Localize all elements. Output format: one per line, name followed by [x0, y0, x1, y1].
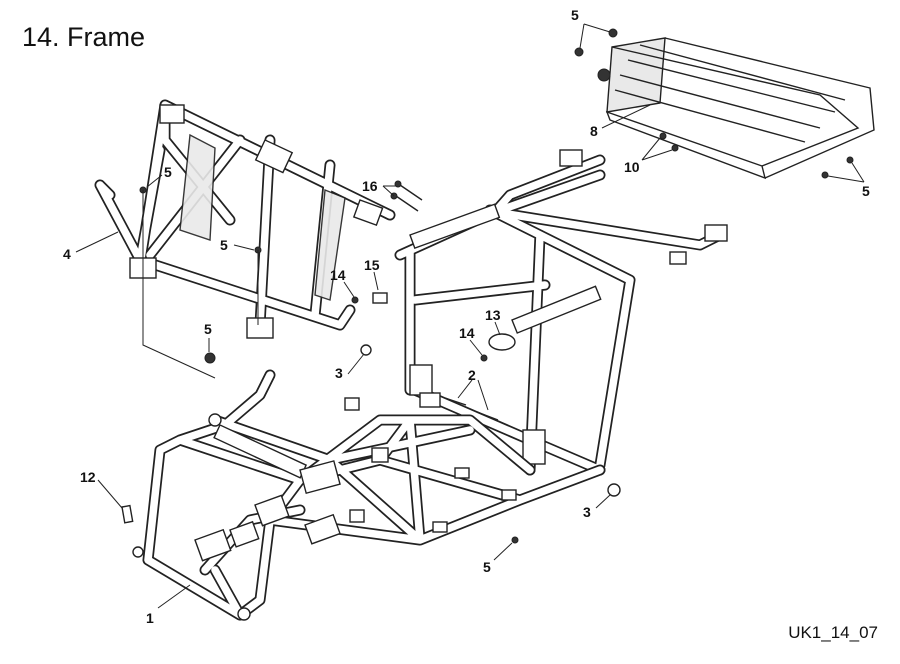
rack-rail-front — [605, 110, 767, 180]
small-parts — [121, 28, 854, 544]
leader-14b — [469, 339, 483, 356]
leader-2 — [457, 379, 489, 411]
leader-5d — [493, 542, 513, 561]
callout-10: 10 — [624, 159, 640, 175]
callout-5d: 5 — [483, 559, 491, 575]
callout-12: 12 — [80, 469, 96, 485]
callout-3a: 3 — [335, 365, 343, 381]
rack-slats — [614, 44, 846, 143]
leader-8 — [601, 104, 651, 129]
callout-8: 8 — [590, 123, 598, 139]
leader-4 — [75, 231, 119, 253]
leader-12 — [97, 479, 123, 509]
callout-16: 16 — [362, 178, 378, 194]
leader-5b — [233, 244, 255, 251]
callout-1: 1 — [146, 610, 154, 626]
leader-14a — [343, 281, 355, 298]
drawing-code: UK1_14_07 — [788, 623, 878, 642]
page-title: 14. Frame — [22, 22, 146, 52]
leader-16 — [382, 185, 396, 197]
callout-13: 13 — [485, 307, 501, 323]
callout-14a: 14 — [330, 267, 346, 283]
callout-5c: 5 — [204, 321, 212, 337]
leader-3b — [595, 494, 611, 509]
leader-5f — [827, 162, 865, 183]
leader-5a — [146, 174, 163, 188]
leader-3a — [347, 353, 365, 375]
callout-5f: 5 — [862, 183, 870, 199]
leader-lines — [75, 23, 865, 609]
rear-frame — [394, 149, 728, 476]
rack-rail-outer — [611, 46, 860, 167]
rear-rack — [597, 37, 875, 180]
callout-5e: 5 — [571, 7, 579, 23]
rack-bushing — [597, 68, 611, 82]
callout-3b: 3 — [583, 504, 591, 520]
leader-5e — [579, 23, 611, 49]
callout-5b: 5 — [220, 237, 228, 253]
callout-2: 2 — [468, 367, 476, 383]
callout-15: 15 — [364, 257, 380, 273]
main-frame — [132, 369, 606, 621]
leader-10 — [641, 137, 673, 161]
callout-labels: 1 2 3 3 4 5 5 5 5 5 5 8 10 12 13 14 14 1… — [63, 7, 870, 626]
callout-14b: 14 — [459, 325, 475, 341]
callout-5a: 5 — [164, 164, 172, 180]
front-upper-frame — [94, 99, 396, 339]
callout-4: 4 — [63, 246, 71, 262]
leader-13 — [494, 321, 501, 336]
rack-rail-top — [664, 37, 875, 179]
leader-15 — [373, 271, 379, 291]
leader-1 — [157, 584, 191, 609]
